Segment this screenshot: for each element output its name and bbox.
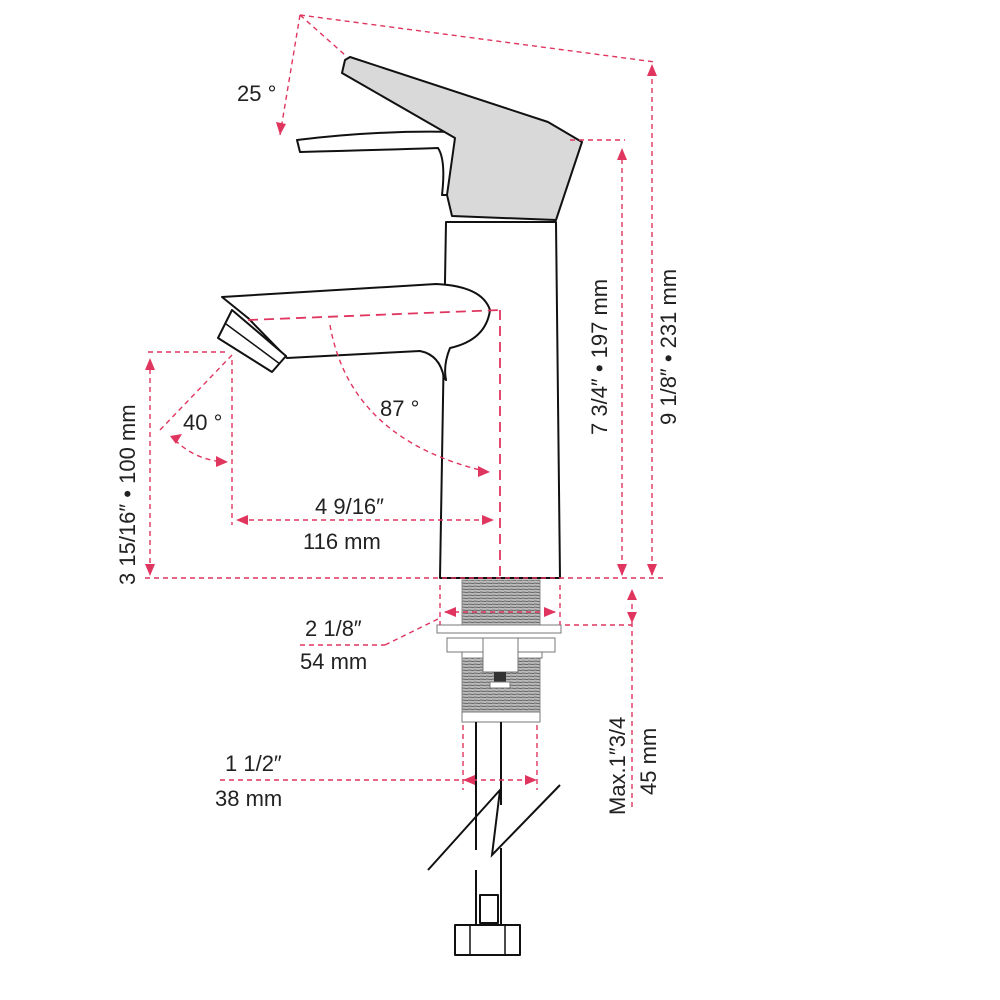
max-deck-in-label: Max.1″3/4	[605, 717, 630, 815]
base-diameter-mm-label: 54 mm	[300, 649, 367, 674]
spout-reach-mm-label: 116 mm	[303, 529, 381, 554]
faucet-drawing	[217, 56, 583, 956]
handle-lowered	[296, 130, 458, 196]
handle-angle-label: 25 °	[237, 81, 276, 106]
max-deck-mm-label: 45 mm	[636, 728, 661, 795]
body-height-label: 7 3/4″ • 197 mm	[587, 279, 612, 435]
mounting-plate	[436, 624, 562, 634]
spout-reach-in-label: 4 9/16″	[315, 494, 384, 519]
upper-threads	[461, 579, 541, 626]
dimension-lines	[145, 14, 665, 810]
supply-hose	[427, 722, 561, 925]
shank-diameter-in-label: 1 1/2″	[225, 751, 282, 776]
spout-height-label: 3 15/16″ • 100 mm	[115, 404, 140, 585]
handle-raised	[341, 56, 583, 221]
total-height-label: 9 1/8″ • 231 mm	[656, 269, 681, 425]
aerator-angle-label: 40 °	[183, 410, 222, 435]
hex-nut	[454, 924, 521, 956]
base-diameter-in-label: 2 1/8″	[305, 616, 362, 641]
mounting-nut	[482, 637, 519, 673]
spout-angle-label: 87 °	[380, 396, 419, 421]
spout	[221, 283, 491, 381]
shank-diameter-mm-label: 38 mm	[215, 786, 282, 811]
